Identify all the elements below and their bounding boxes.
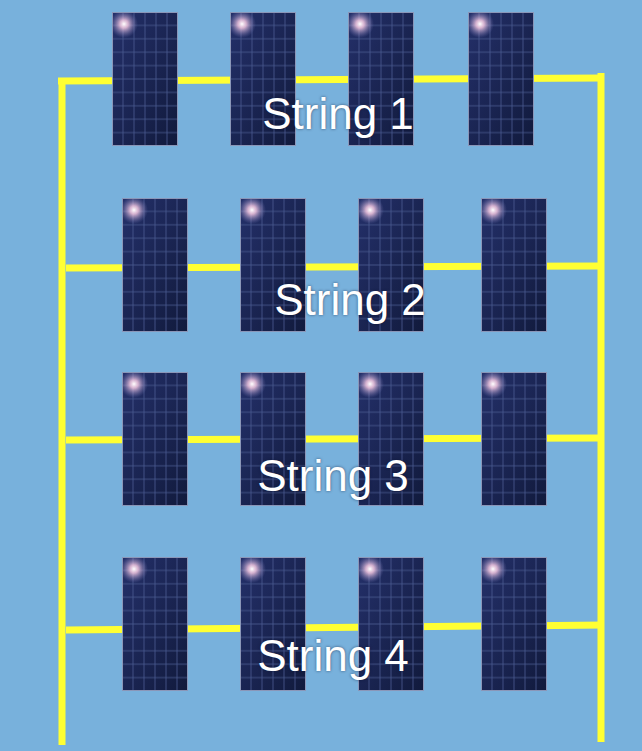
- string-label: String 1: [262, 90, 414, 138]
- string-label: String 2: [274, 276, 426, 324]
- wiring: [58, 73, 604, 745]
- solar-panels: [110, 10, 547, 691]
- string-label: String 3: [257, 452, 409, 500]
- string-label: String 4: [257, 632, 409, 680]
